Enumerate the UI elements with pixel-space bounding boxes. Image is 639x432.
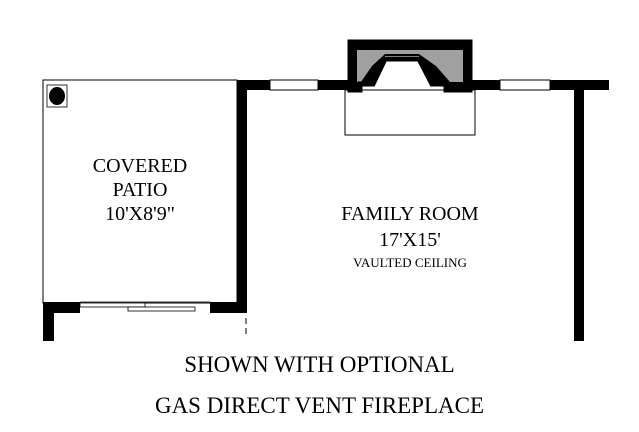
fireplace-firebox [357, 50, 463, 82]
light-fixture-box [46, 84, 68, 108]
patio-name: PATIO [112, 179, 168, 201]
wall [210, 80, 270, 313]
family-room-name: FAMILY ROOM [341, 203, 479, 225]
patio-size: 10'X8'9" [105, 203, 175, 225]
window [269, 79, 319, 91]
sliding-door-panel [79, 302, 146, 308]
patio-name: COVERED [92, 155, 188, 177]
wall [574, 80, 584, 341]
fireplace-opening [378, 62, 428, 84]
wall [318, 80, 352, 90]
family-room-size: 17'X15' [379, 229, 441, 251]
caption-line-1: SHOWN WITH OPTIONAL [184, 352, 455, 377]
hearth [344, 89, 476, 136]
window [499, 79, 551, 91]
family-room-note: VAULTED CEILING [353, 255, 467, 270]
sliding-door-panel [127, 306, 196, 312]
wall [43, 302, 80, 341]
wall [468, 80, 500, 90]
light-fixture-icon [49, 87, 65, 105]
caption-line-2: GAS DIRECT VENT FIREPLACE [154, 393, 485, 418]
